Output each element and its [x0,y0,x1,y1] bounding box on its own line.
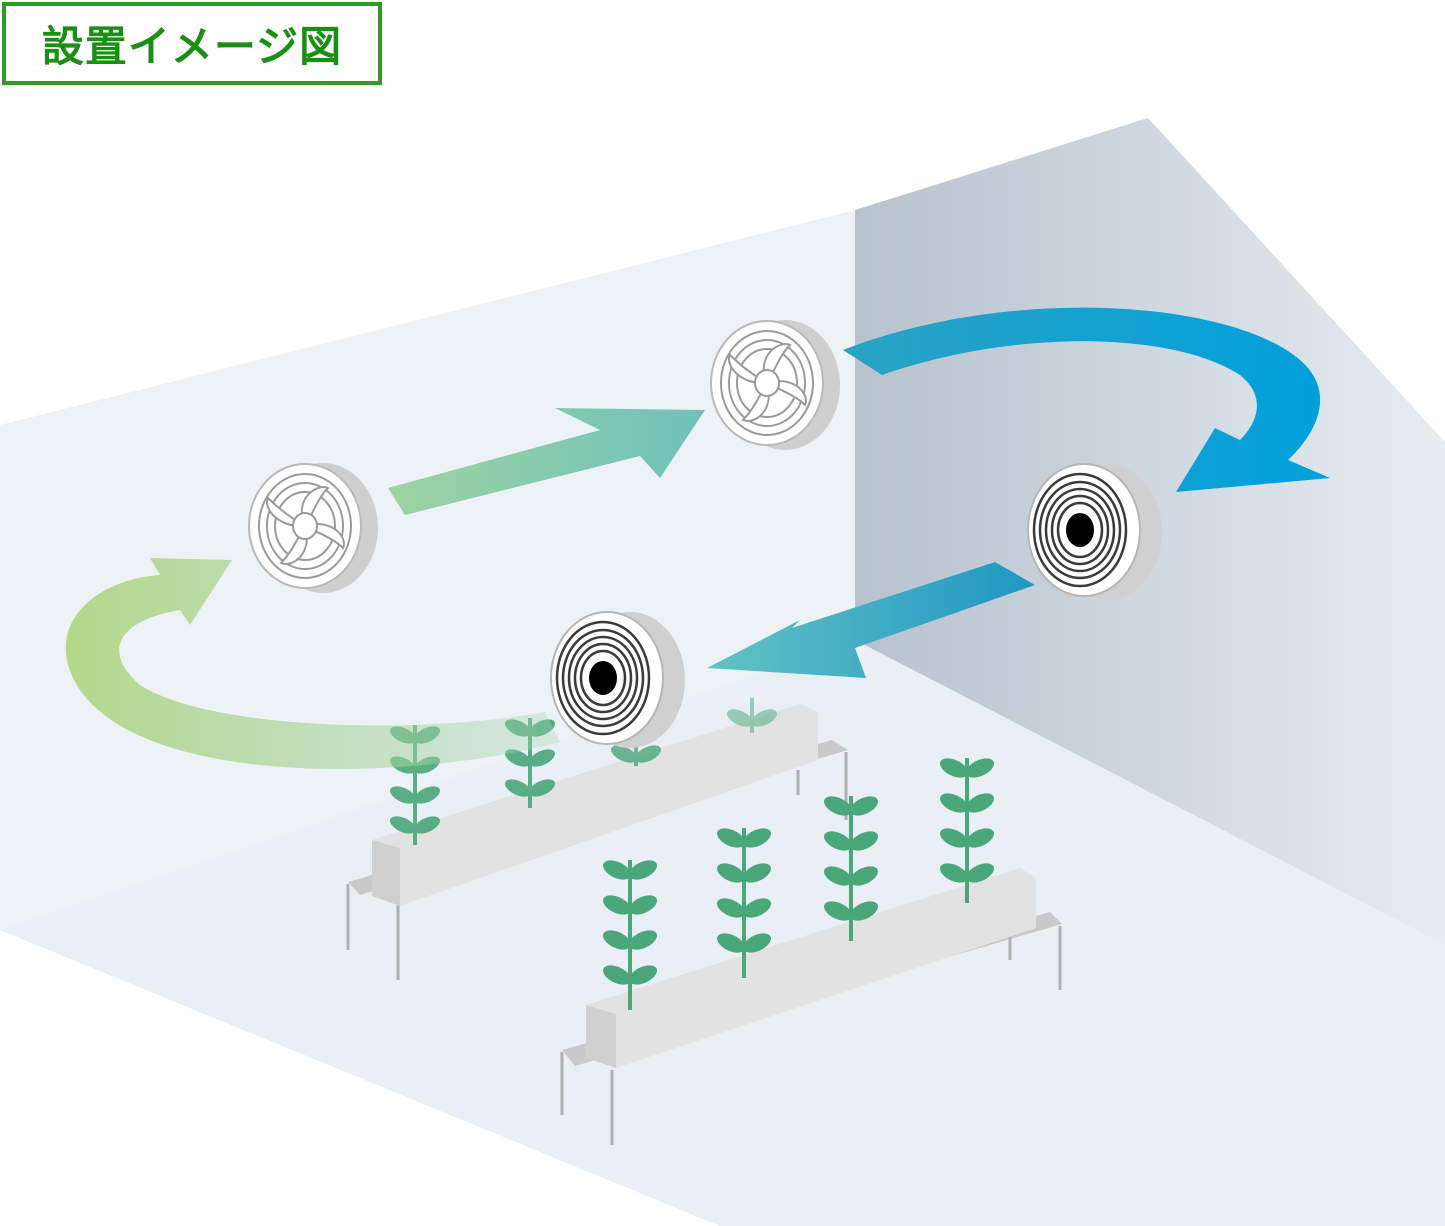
planter-front [560,868,1062,1145]
plant [716,828,772,978]
intake-fan-left [248,463,378,593]
intake-fan-top [710,320,840,450]
plant [939,758,995,903]
exhaust-fan-right [1027,463,1162,600]
planter-back [346,704,848,980]
blue-arc-arrow [843,307,1330,492]
plant [602,860,658,1010]
floor-bottom [0,930,720,1226]
diagram-title: 設置イメージ図 [41,22,343,71]
green-loop-arrow [65,558,560,769]
airflow-arrows [65,307,1330,769]
upper-arrow [388,408,705,515]
plant [726,698,778,733]
lower-arrow [707,562,1035,678]
room [0,118,1445,1226]
exhaust-fan-bottom [550,611,685,748]
plant [823,796,879,941]
title-box: 設置イメージ図 [2,2,382,85]
